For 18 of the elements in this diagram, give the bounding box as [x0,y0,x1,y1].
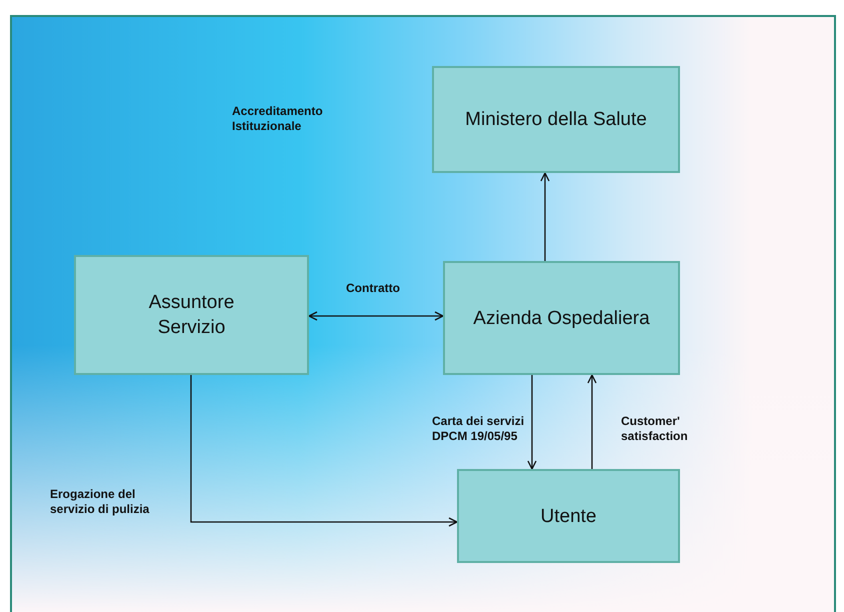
process-box [74,255,309,375]
edge-label: Carta dei servizi DPCM 19/05/95 [432,414,526,444]
arrow [308,311,444,321]
arrow [527,375,537,470]
box-label: Azienda Ospedaliera [473,306,650,330]
annotation-text: Accreditamento Istituzionale [232,104,324,134]
edge-label: Customer' satisfaction [621,414,689,444]
arrow [190,375,458,527]
edge-label: Contratto [346,281,401,296]
edge-label: Erogazione del servizio di pulizia [50,487,150,517]
box-label: Ministero della Salute [465,108,647,132]
box-label: Assuntore Servizio [148,291,236,340]
process-box [457,469,680,563]
arrow [587,374,597,469]
process-box [443,261,680,375]
arrow [540,172,550,261]
box-label: Utente [540,504,596,528]
process-box [432,66,680,173]
